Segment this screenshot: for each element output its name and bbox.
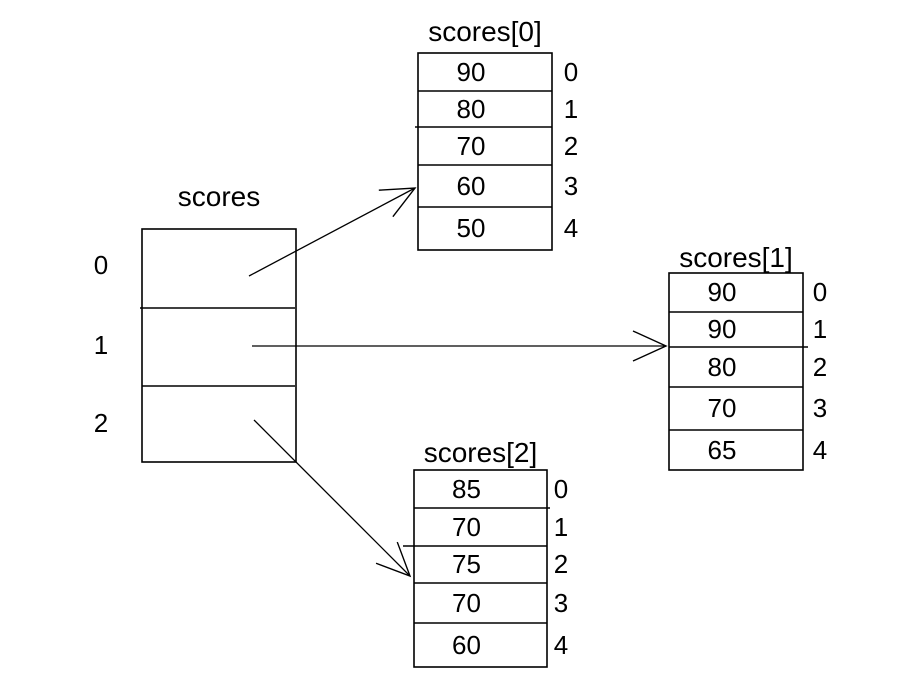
- sub-array-0-index-4: 4: [563, 213, 579, 243]
- main-array-index-1: 1: [93, 329, 109, 360]
- sub-array-0-title: scores[0]: [428, 16, 542, 47]
- sub-array-0-value-3: 60: [456, 170, 486, 201]
- main-array-title: scores: [177, 181, 261, 212]
- sub-array-0-index-3: 3: [563, 170, 579, 201]
- sub-array-0-value-0: 90: [456, 56, 486, 87]
- sub-array-1-value-4: 65: [707, 434, 737, 465]
- main-array-index-2: 2: [93, 407, 109, 438]
- sub-array-2-title: scores[2]: [423, 437, 538, 468]
- sub-array-1-value-0: 90: [707, 277, 737, 307]
- sub-array-1-box: [668, 272, 804, 471]
- sub-array-1-index-2: 2: [812, 351, 828, 382]
- sub-array-2-value-0: 85: [452, 473, 481, 504]
- sub-array-2-box: [413, 469, 548, 668]
- sub-array-0-index-2: 2: [563, 130, 579, 161]
- arrow-scores0: [248, 187, 417, 277]
- sub-array-0-value-1: 80: [456, 93, 486, 124]
- sub-array-2-value-1: 70: [452, 511, 481, 542]
- sub-array-0-value-2: 70: [456, 130, 486, 161]
- sub-array-1-index-1: 1: [812, 314, 828, 344]
- sub-array-1-title: scores[1]: [679, 242, 793, 273]
- arrow-scores2: [253, 419, 412, 578]
- sub-array-2-index-3: 3: [553, 587, 569, 618]
- sub-array-0-value-4: 50: [456, 213, 486, 243]
- sub-array-1-index-3: 3: [812, 393, 828, 423]
- sub-array-0-index-0: 0: [563, 56, 579, 87]
- sub-array-2-index-4: 4: [553, 629, 569, 660]
- sub-array-0-index-1: 1: [563, 93, 579, 124]
- sub-array-2-value-3: 70: [452, 587, 481, 618]
- sub-array-0-box: [417, 52, 553, 251]
- sub-array-1-value-2: 80: [707, 351, 737, 382]
- sub-array-2-index-0: 0: [553, 473, 569, 504]
- sub-array-1-value-3: 70: [707, 393, 737, 423]
- sub-array-1-index-4: 4: [812, 434, 828, 465]
- sub-array-2-index-1: 1: [553, 511, 569, 542]
- sub-array-1-value-1: 90: [707, 314, 737, 344]
- sub-array-1-index-0: 0: [812, 277, 828, 307]
- sub-array-2-value-2: 75: [452, 549, 481, 579]
- main-array-index-0: 0: [93, 249, 109, 280]
- sub-array-2-index-2: 2: [553, 549, 569, 579]
- sub-array-2-value-4: 60: [452, 629, 481, 660]
